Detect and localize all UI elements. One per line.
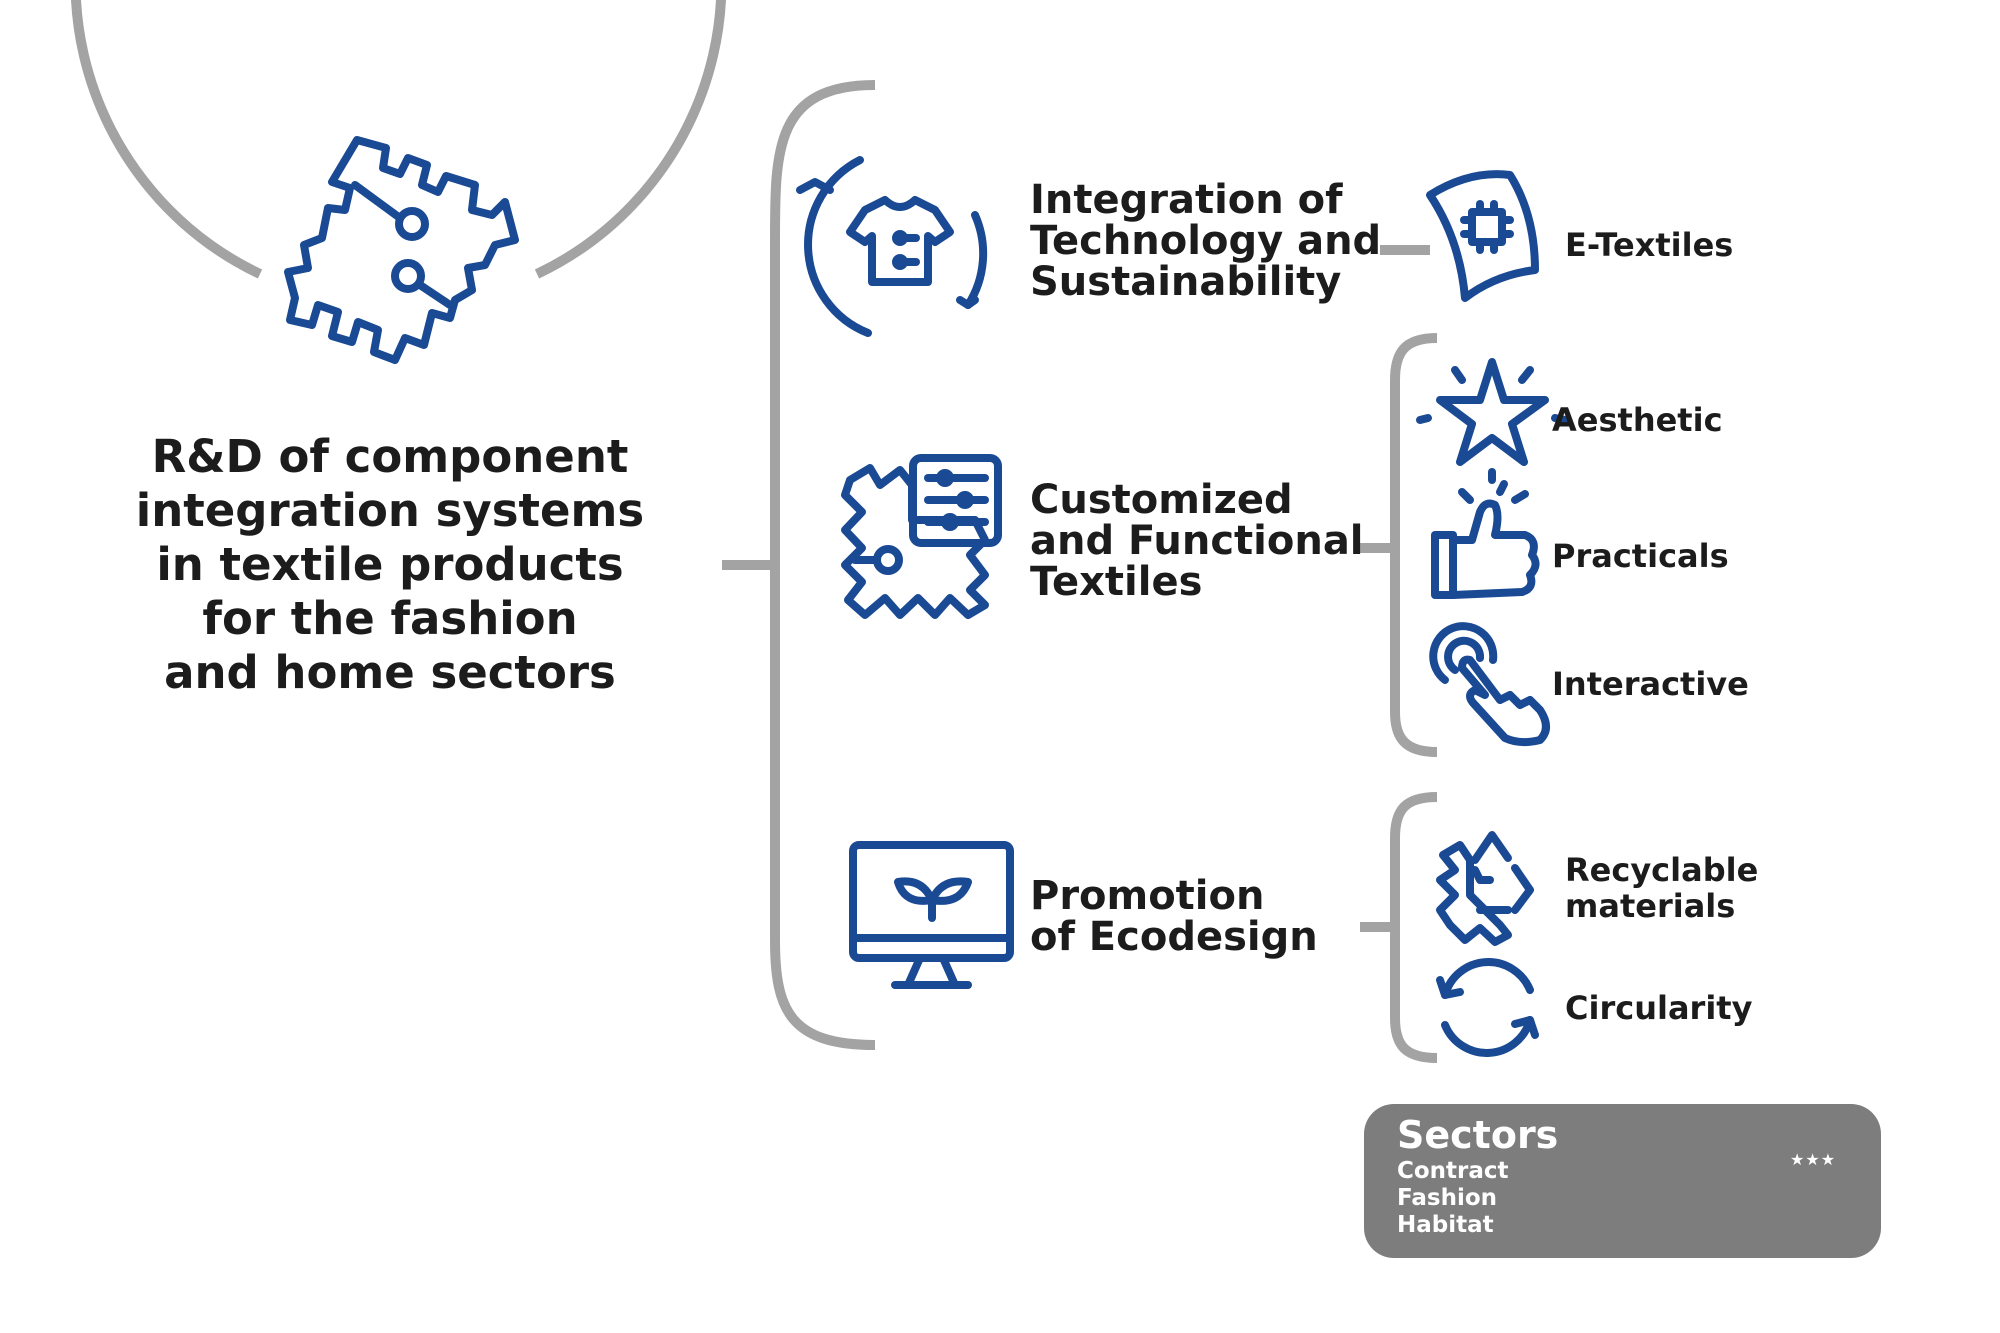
recycle-fabric-icon (1436, 831, 1534, 946)
sector-item: Fashion (1397, 1185, 1498, 1211)
fabric-settings-icon (841, 454, 1002, 619)
chip-fabric-icon (1426, 170, 1539, 302)
central-title-line: integration systems (135, 484, 645, 537)
category-line: and Functional (1030, 518, 1364, 564)
item-line: Recyclable (1565, 851, 1759, 889)
circuit-fabric-icon (284, 136, 519, 364)
central-title-line: in textile products (156, 538, 624, 591)
item-recyclable-label: Recyclable materials (1565, 852, 1758, 924)
category-line: Textiles (1030, 559, 1203, 605)
sectors-panel (1364, 1104, 1881, 1258)
item-line: materials (1565, 887, 1736, 925)
central-title-line: R&D of component (151, 430, 629, 483)
item-etextiles-label: E-Textiles (1565, 226, 1734, 264)
circular-arrows-icon (1436, 958, 1539, 1057)
item-practicals-label: Practicals (1552, 537, 1729, 575)
central-title-line: and home sectors (164, 646, 616, 699)
category-line: of Ecodesign (1030, 914, 1318, 960)
main-bracket (722, 80, 876, 1050)
monitor-sprout-icon (849, 841, 1014, 989)
central-circle (71, 0, 726, 279)
item-aesthetic-label: Aesthetic (1552, 401, 1723, 439)
category-line: Promotion (1030, 873, 1265, 919)
category-line: Customized (1030, 477, 1293, 523)
category-line: Sustainability (1030, 259, 1342, 305)
category-customized-label: Customized and Functional Textiles (1030, 480, 1364, 603)
sectors-title: Sectors (1397, 1113, 1559, 1157)
central-title-line: for the fashion (202, 592, 578, 645)
central-title: R&D of component integration systems in … (100, 430, 680, 700)
hotel-stars: ★★★ (1790, 1150, 1837, 1169)
sectors-list: Contract Fashion Habitat (1397, 1158, 1509, 1239)
star-icon (1416, 358, 1569, 484)
sub-connectors (1360, 245, 1438, 1063)
category-line: Integration of (1030, 177, 1343, 223)
category-line: Technology and (1030, 218, 1382, 264)
thumbs-up-icon (1431, 480, 1540, 599)
touch-icon (1429, 622, 1550, 747)
tshirt-cycle-icon (796, 156, 988, 337)
item-interactive-label: Interactive (1552, 665, 1749, 703)
item-circularity-label: Circularity (1565, 989, 1753, 1027)
category-ecodesign-label: Promotion of Ecodesign (1030, 876, 1318, 958)
category-integration-label: Integration of Technology and Sustainabi… (1030, 180, 1381, 303)
sector-item: Contract (1397, 1158, 1509, 1184)
sector-item: Habitat (1397, 1212, 1494, 1238)
